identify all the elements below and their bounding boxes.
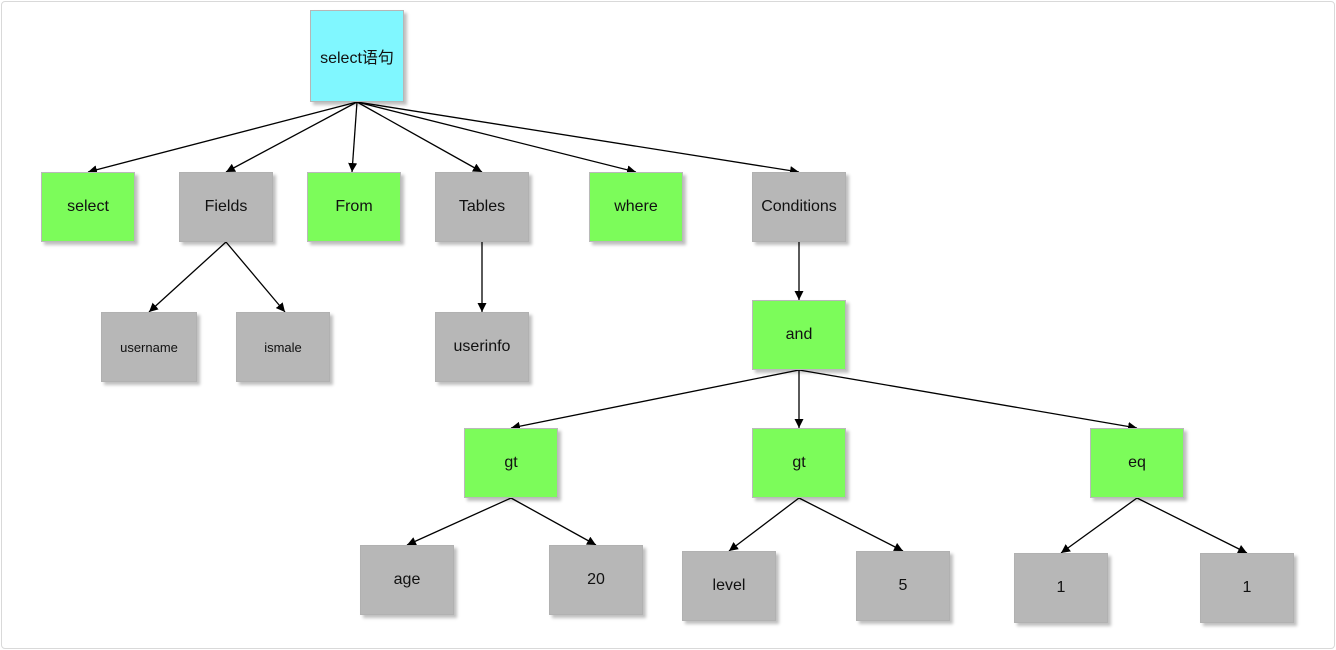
conditions-node-label: Conditions: [761, 198, 837, 215]
gt-node-2: gt: [752, 428, 846, 498]
edge-and-to-eq: [798, 369, 1138, 431]
eq-node: eq: [1090, 428, 1184, 498]
username-node-label: username: [120, 339, 178, 355]
where-node: where: [589, 172, 683, 242]
userinfo-node-label: userinfo: [453, 338, 511, 355]
and-node: and: [752, 300, 846, 370]
age-node: age: [360, 545, 454, 615]
root-node: select语句: [310, 10, 404, 102]
age-node-label: age: [393, 571, 421, 588]
edge-eq-to-one_b: [1136, 497, 1248, 554]
edge-fields-to-username: [148, 241, 227, 313]
gt-node-2-label: gt: [792, 454, 806, 471]
fields-node: Fields: [179, 172, 273, 242]
edge-eq-to-one_a: [1060, 497, 1138, 554]
edge-root-to-from: [348, 101, 358, 173]
userinfo-node: userinfo: [435, 312, 529, 382]
edge-gt1-to-v20: [510, 497, 597, 546]
value-20-node: 20: [549, 545, 643, 615]
ismale-node: ismale: [236, 312, 330, 382]
gt-node-1: gt: [464, 428, 558, 498]
edge-root-to-fields: [225, 101, 358, 173]
select-node-label: select: [67, 198, 109, 215]
edge-gt2-to-level: [728, 497, 800, 552]
edge-fields-to-ismale: [225, 241, 286, 313]
eq-node-label: eq: [1128, 454, 1146, 471]
edge-root-to-where: [356, 101, 637, 175]
gt-node-1-label: gt: [504, 454, 518, 471]
edge-root-to-conditions: [356, 101, 800, 176]
value-1-node-b-label: 1: [1242, 579, 1252, 596]
value-5-node-label: 5: [898, 577, 908, 594]
level-node: level: [682, 551, 776, 621]
value-1-node-a: 1: [1014, 553, 1108, 623]
username-node: username: [101, 312, 197, 382]
select-node: select: [41, 172, 135, 242]
edge-and-to-gt1: [510, 369, 800, 431]
ismale-node-label: ismale: [264, 339, 302, 355]
value-1-node-a-label: 1: [1056, 579, 1066, 596]
tables-node: Tables: [435, 172, 529, 242]
edge-root-to-select: [87, 101, 358, 175]
fields-node-label: Fields: [204, 198, 248, 215]
value-20-node-label: 20: [587, 571, 605, 588]
tables-node-label: Tables: [458, 198, 506, 215]
value-1-node-b: 1: [1200, 553, 1294, 623]
edge-gt1-to-age: [406, 497, 512, 546]
edge-gt2-to-v5: [798, 497, 904, 552]
conditions-node: Conditions: [752, 172, 846, 242]
where-node-label: where: [614, 198, 658, 215]
root-node-label: select语句: [320, 50, 394, 67]
value-5-node: 5: [856, 551, 950, 621]
and-node-label: and: [785, 326, 813, 343]
level-node-label: level: [712, 577, 746, 594]
edge-root-to-tables: [356, 101, 483, 173]
from-node-label: From: [335, 198, 373, 215]
from-node: From: [307, 172, 401, 242]
